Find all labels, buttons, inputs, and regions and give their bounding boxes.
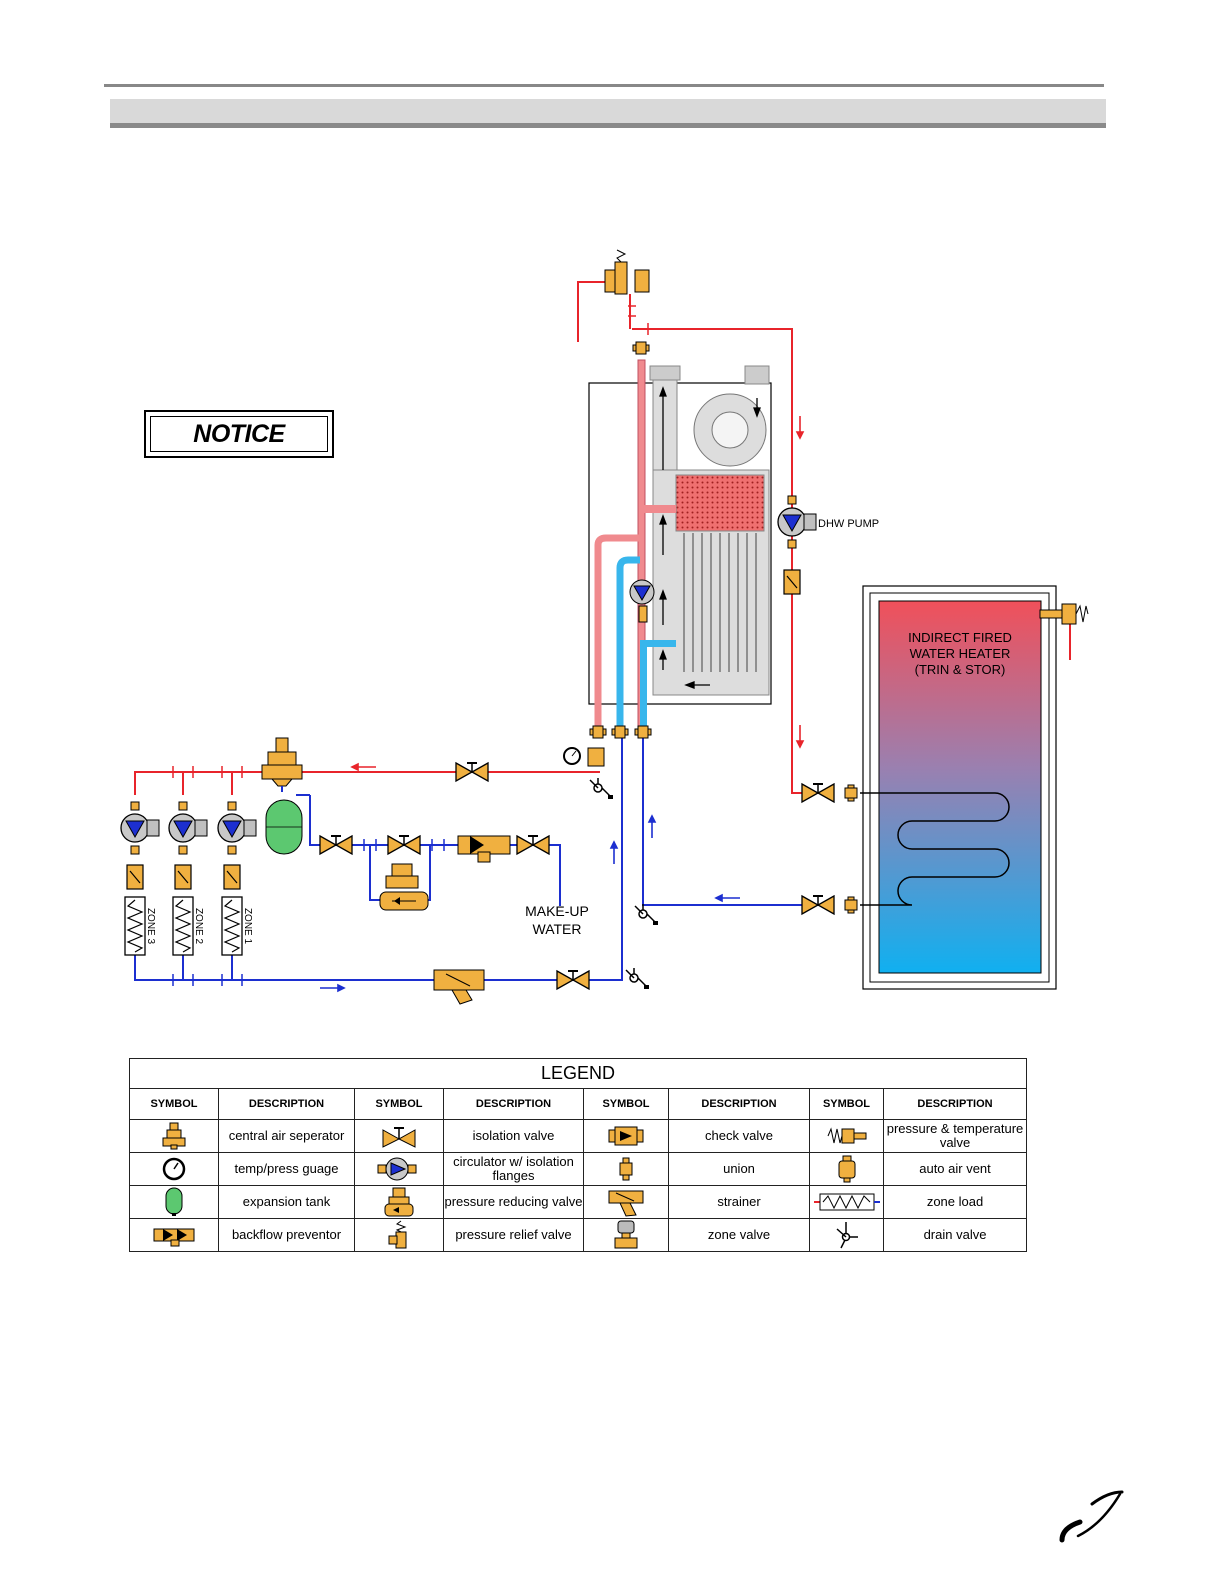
heater-return-isolation-valve [801, 895, 835, 915]
supply-isolation-valve [455, 762, 489, 782]
indirect-water-heater [860, 585, 1089, 990]
legend-desc: central air seperator [218, 1119, 355, 1153]
water-heater-label-3: (TRIN & STOR) [915, 662, 1006, 677]
legend-desc: temp/press guage [218, 1152, 355, 1186]
boiler-relief-valve [604, 249, 650, 329]
notice-box: NOTICE [144, 410, 334, 458]
union-icon [583, 1152, 669, 1186]
water-heater-label-2: WATER HEATER [910, 646, 1011, 661]
legend-row: expansion tank pressure reducing valve s… [129, 1185, 1028, 1219]
water-heater-label-1: INDIRECT FIRED [908, 630, 1012, 645]
return-isolation-valve [556, 970, 590, 990]
zone-2-label: ZONE 2 [193, 908, 204, 945]
legend-desc: circulator w/ isolation flanges [443, 1152, 584, 1186]
legend-col-description: DESCRIPTION [218, 1088, 355, 1120]
makeup-water-label-1: MAKE-UP [525, 903, 589, 919]
return-flange-ticks [172, 839, 445, 986]
legend-row: central air seperator isolation valve ch… [129, 1119, 1028, 1153]
legend-desc: pressure reducing valve [443, 1185, 584, 1219]
legend-desc: expansion tank [218, 1185, 355, 1219]
isolation-valve-icon [354, 1119, 444, 1153]
legend-col-description: DESCRIPTION [882, 1088, 1028, 1120]
central-air-separator-icon [129, 1119, 219, 1153]
circulator-icon [354, 1152, 444, 1186]
legend-desc: pressure & temperature valve [882, 1119, 1028, 1153]
legend-desc: zone load [882, 1185, 1028, 1219]
makeup-water-label-2: WATER [533, 921, 582, 937]
central-air-separator [261, 737, 303, 787]
legend-title: LEGEND [128, 1058, 1028, 1089]
return-drain-valve [625, 967, 650, 990]
legend-desc: isolation valve [443, 1119, 584, 1153]
makeup-isolation-valve-1 [319, 835, 353, 855]
supply-drain-valve [589, 777, 614, 800]
drain-valve-icon [809, 1218, 884, 1252]
legend-row: backflow preventor pressure relief valve… [129, 1218, 1028, 1252]
expansion-tank [265, 799, 303, 855]
header-rule [104, 84, 1104, 87]
legend-desc: zone valve [668, 1218, 810, 1252]
legend-table: LEGEND SYMBOL DESCRIPTION SYMBOL DESCRIP… [128, 1058, 1028, 1252]
heater-supply-union [844, 784, 858, 802]
notice-label: NOTICE [150, 416, 328, 452]
header-band [110, 99, 1106, 128]
legend-col-symbol: SYMBOL [129, 1088, 219, 1120]
check-valve-icon [583, 1119, 669, 1153]
legend-row: temp/press guage circulator w/ isolation… [129, 1152, 1028, 1186]
zone-valve-icon [583, 1218, 669, 1252]
legend-desc: auto air vent [882, 1152, 1028, 1186]
pressure-reducing-valve-icon [354, 1185, 444, 1219]
temp-press-gauge-icon [129, 1152, 219, 1186]
pressure-relief-valve-icon [354, 1218, 444, 1252]
flow-arrows [320, 416, 805, 993]
strainer-icon [583, 1185, 669, 1219]
heater-return-drain-valve [634, 903, 659, 926]
supply-flange-ticks [172, 305, 649, 778]
legend-desc: check valve [668, 1119, 810, 1153]
dhw-pump [777, 495, 817, 595]
zone-3-label: ZONE 3 [145, 908, 156, 945]
makeup-isolation-valve-2 [387, 835, 421, 855]
zone-1-label: ZONE 1 [242, 908, 253, 945]
brand-logo [1059, 1490, 1124, 1543]
zone-load-icon [809, 1185, 884, 1219]
legend-col-symbol: SYMBOL [809, 1088, 884, 1120]
legend-desc: drain valve [882, 1218, 1028, 1252]
pressure-reducing-valve [379, 863, 429, 911]
dhw-pump-label: DHW PUMP [818, 518, 879, 530]
legend-desc: strainer [668, 1185, 810, 1219]
backflow-preventor [457, 835, 511, 863]
legend-col-description: DESCRIPTION [443, 1088, 584, 1120]
legend-col-symbol: SYMBOL [583, 1088, 669, 1120]
boiler [588, 341, 772, 739]
auto-air-vent-icon [809, 1152, 884, 1186]
expansion-tank-icon [129, 1185, 219, 1219]
backflow-preventor-icon [129, 1218, 219, 1252]
legend-col-symbol: SYMBOL [354, 1088, 444, 1120]
legend-desc: pressure relief valve [443, 1218, 584, 1252]
temp-press-gauge [563, 747, 605, 767]
heater-supply-isolation-valve [801, 783, 835, 803]
makeup-isolation-valve-3 [516, 835, 550, 855]
legend-col-description: DESCRIPTION [668, 1088, 810, 1120]
legend-desc: backflow preventor [218, 1218, 355, 1252]
pressure-temperature-valve-icon [809, 1119, 884, 1153]
strainer [433, 969, 485, 1005]
heater-return-union [844, 896, 858, 914]
legend-desc: union [668, 1152, 810, 1186]
